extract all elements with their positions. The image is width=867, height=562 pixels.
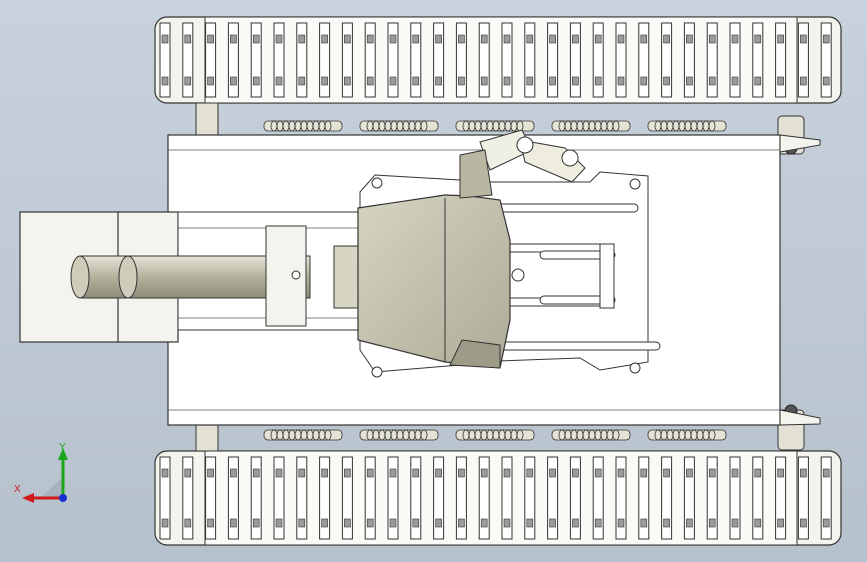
triad-labels: Y X — [14, 440, 74, 510]
track-link — [478, 456, 490, 540]
y-axis-label: Y — [59, 442, 66, 453]
track-link — [250, 456, 262, 540]
track-link — [455, 456, 467, 540]
track-link — [296, 22, 308, 98]
track-link — [638, 456, 650, 540]
track-link — [341, 22, 353, 98]
telescopic-boom[interactable] — [19, 211, 359, 343]
track-link — [729, 456, 741, 540]
track-link — [341, 456, 353, 540]
top-suspension-springs — [263, 120, 727, 132]
track-link — [524, 22, 536, 98]
track-link — [592, 456, 604, 540]
track-link — [205, 22, 217, 98]
track-link — [273, 456, 285, 540]
track-link — [433, 456, 445, 540]
x-axis-label: X — [14, 484, 21, 495]
track-link — [159, 456, 171, 540]
track-link — [524, 456, 536, 540]
track-link — [683, 22, 695, 98]
track-link — [501, 22, 513, 98]
coordinate-triad — [22, 448, 68, 503]
track-link — [547, 22, 559, 98]
track-link — [250, 22, 262, 98]
track-link — [159, 22, 171, 98]
track-link — [227, 22, 239, 98]
track-link — [752, 22, 764, 98]
track-link — [433, 22, 445, 98]
track-link — [364, 456, 376, 540]
track-link — [683, 456, 695, 540]
track-link — [615, 456, 627, 540]
track-link — [775, 22, 787, 98]
track-link — [387, 22, 399, 98]
track-link — [592, 22, 604, 98]
track-link — [319, 22, 331, 98]
top-left-axle — [195, 102, 219, 136]
track-link — [296, 456, 308, 540]
track-link — [661, 456, 673, 540]
track-link — [501, 456, 513, 540]
track-link — [752, 456, 764, 540]
gripper-link — [539, 250, 616, 260]
gripper-cross-bar — [599, 243, 615, 309]
bottom-left-axle — [195, 424, 219, 452]
track-link — [410, 22, 422, 98]
track-link — [706, 456, 718, 540]
bottom-track-links — [159, 456, 832, 540]
bottom-suspension-springs — [263, 429, 727, 441]
track-link — [319, 456, 331, 540]
linkage-arm[interactable] — [479, 129, 586, 183]
top-track[interactable] — [154, 16, 842, 104]
top-track-links — [159, 22, 832, 98]
track-link — [797, 456, 809, 540]
track-link — [182, 456, 194, 540]
track-link — [205, 456, 217, 540]
track-link — [797, 22, 809, 98]
track-link — [615, 22, 627, 98]
track-link — [227, 456, 239, 540]
track-link — [706, 22, 718, 98]
track-link — [820, 456, 832, 540]
gripper-link — [539, 295, 616, 305]
bottom-track[interactable] — [154, 450, 842, 546]
track-link — [638, 22, 650, 98]
bucket[interactable] — [357, 149, 511, 369]
track-link — [820, 22, 832, 98]
track-link — [273, 22, 285, 98]
track-link — [569, 22, 581, 98]
track-link — [182, 22, 194, 98]
track-link — [775, 456, 787, 540]
track-link — [410, 456, 422, 540]
track-link — [729, 22, 741, 98]
track-link — [569, 456, 581, 540]
track-link — [547, 456, 559, 540]
track-link — [661, 22, 673, 98]
track-link — [478, 22, 490, 98]
track-link — [364, 22, 376, 98]
track-link — [455, 22, 467, 98]
track-link — [387, 456, 399, 540]
